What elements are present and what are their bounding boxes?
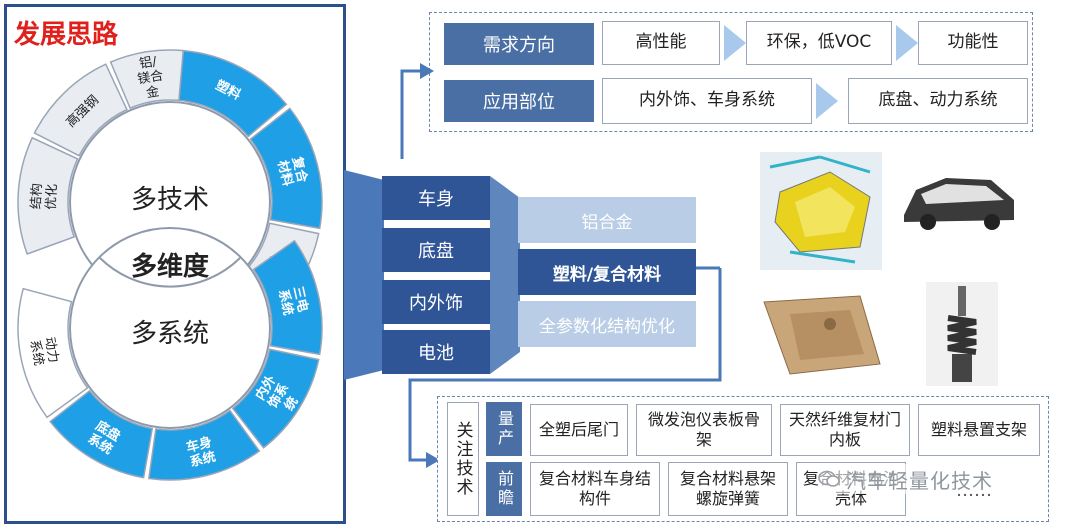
system-label-4: 动力系统 [27, 336, 61, 367]
system-segment-1 [231, 348, 320, 449]
tech-segment-1 [249, 107, 323, 230]
tech-label-3: 结构优化 [29, 183, 60, 210]
tech-segment-4 [33, 63, 128, 157]
app-interior-body: 内外饰、车身系统 [602, 78, 812, 124]
tech-plastic-tailgate: 全塑后尾门 [530, 404, 628, 456]
demand-functionality: 功能性 [918, 21, 1028, 65]
door-panel-image [760, 294, 884, 376]
system-segment-4 [17, 287, 89, 419]
material-aluminum: 铝合金 [518, 197, 696, 243]
watermark-text: 汽车轻量化技术 [846, 468, 993, 493]
tech-segment-5 [109, 49, 185, 110]
body-frame-image [760, 152, 882, 270]
tech-natural-fiber-door: 天然纤维复材门内板 [780, 404, 910, 456]
core-center-label: 多维度 [131, 251, 209, 282]
tech-segment-0 [178, 49, 288, 138]
system-segment-3 [49, 389, 154, 479]
core-top-label: 多技术 [131, 185, 209, 215]
tech-label-1: 复合材料 [274, 154, 311, 189]
application-area-label: 应用部位 [444, 80, 594, 122]
tech-label-5: 铝/镁合金 [134, 54, 167, 103]
system-circle [69, 227, 271, 429]
arrow-icon [724, 25, 746, 61]
part-interior: 内外饰 [382, 280, 490, 324]
demand-high-performance: 高性能 [602, 21, 720, 65]
app-chassis-powertrain: 底盘、动力系统 [848, 78, 1028, 124]
mass-production-label: 量产 [486, 402, 522, 456]
arrow-icon [816, 83, 838, 119]
system-segment-0 [252, 239, 323, 356]
tech-microfoam-ip-frame: 微发泡仪表板骨架 [636, 404, 772, 456]
material-param-optimization: 全参数化结构优化 [518, 301, 696, 347]
part-body: 车身 [382, 176, 490, 220]
arrow-icon [896, 25, 918, 61]
system-label-2: 车身系统 [185, 434, 218, 470]
tech-composite-coil-spring: 复合材料悬架螺旋弹簧 [668, 462, 788, 516]
car-skeleton-image [896, 160, 1022, 238]
forward-looking-label: 前瞻 [486, 462, 522, 516]
tech-segment-3 [17, 136, 79, 255]
demand-direction-label: 需求方向 [444, 23, 594, 65]
demand-eco-low-voc: 环保，低VOC [746, 21, 892, 65]
parts-funnel [490, 176, 520, 374]
system-segment-2 [147, 409, 261, 481]
watermark: 汽车轻量化技术 [818, 464, 993, 494]
wechat-icon [818, 470, 840, 488]
flow-arrow [344, 170, 384, 380]
core-bottom-label: 多系统 [131, 319, 209, 349]
connector-lines [400, 63, 722, 468]
tech-plastic-mount-bracket: 塑料悬置支架 [918, 404, 1040, 456]
system-label-0: 三电系统 [275, 285, 311, 317]
ring-diagram: 塑料复合材料先进工艺结构优化高强钢铝/镁合金 三电系统内外饰系统车身系统底盘系统… [17, 49, 323, 481]
tech-composite-body-structure: 复合材料车身结构件 [530, 462, 660, 516]
part-chassis: 底盘 [382, 228, 490, 272]
part-battery: 电池 [382, 330, 490, 374]
panel-title: 发展思路 [14, 20, 119, 50]
focus-tech-label: 关注技术 [447, 402, 479, 516]
material-plastic-composite: 塑料/复合材料 [518, 249, 696, 295]
spring-image [926, 282, 998, 386]
